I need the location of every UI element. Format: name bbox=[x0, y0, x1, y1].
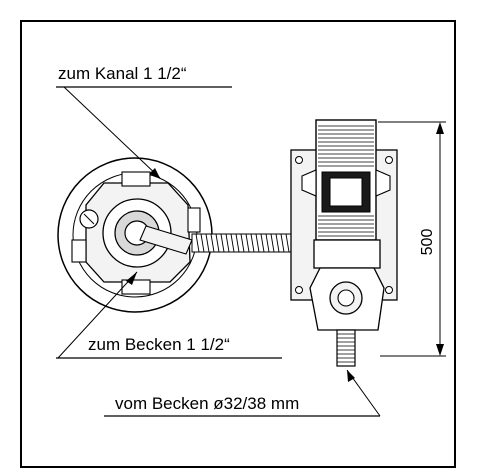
hose-rib bbox=[255, 233, 260, 253]
mount-hole-icon bbox=[295, 286, 303, 294]
outlet-leader-line bbox=[63, 86, 161, 179]
hose-rib bbox=[275, 233, 280, 253]
hose-rib bbox=[250, 233, 255, 253]
hose-rib bbox=[270, 233, 275, 253]
dimension-value: 500 bbox=[419, 229, 436, 256]
gauge-needle bbox=[83, 213, 95, 225]
label-from-pool: vom Becken ø32/38 mm bbox=[104, 369, 381, 417]
hose-rib bbox=[245, 233, 250, 253]
hose-rib bbox=[195, 233, 200, 253]
motor-clamp-left bbox=[301, 169, 317, 197]
label-to-pool: zum Becken 1 1/2“ bbox=[56, 271, 282, 359]
hose-rib bbox=[265, 233, 270, 253]
hose-rib bbox=[225, 233, 230, 253]
hose-rib bbox=[260, 233, 265, 253]
mount-hole-icon bbox=[295, 156, 303, 164]
clamp-lug-top bbox=[121, 171, 151, 187]
label-outlet: zum Kanal 1 1/2“ bbox=[56, 64, 232, 179]
hose-rib bbox=[215, 233, 220, 253]
mount-hole-icon bbox=[385, 156, 393, 164]
hose-rib bbox=[205, 233, 210, 253]
connection-pipe bbox=[139, 225, 193, 255]
hose-rib bbox=[235, 233, 240, 253]
motor-clamp-right bbox=[375, 169, 391, 197]
terminal-box-lid bbox=[329, 177, 363, 207]
from-pool-label-text: vom Becken ø32/38 mm bbox=[115, 394, 299, 413]
outlet-arrowhead bbox=[149, 168, 160, 178]
pump-top-view bbox=[290, 119, 398, 367]
to-pool-leader-line bbox=[57, 271, 138, 359]
hose-rib bbox=[285, 233, 290, 253]
hose-rib bbox=[230, 233, 235, 253]
hose-rib bbox=[240, 233, 245, 253]
mount-hole-icon bbox=[385, 286, 393, 294]
strainer-knob bbox=[337, 289, 355, 307]
inlet-threads bbox=[337, 333, 355, 363]
clamp-lug-left bbox=[71, 239, 87, 263]
to-pool-label-text: zum Becken 1 1/2“ bbox=[88, 335, 230, 354]
hose-rib bbox=[280, 233, 285, 253]
filter-top-view bbox=[57, 157, 213, 313]
clamp-lug-bottom bbox=[121, 279, 151, 295]
dim-arrow-bottom bbox=[436, 344, 444, 356]
clamp-lug-right bbox=[187, 207, 201, 233]
from-pool-arrowhead bbox=[347, 370, 355, 382]
pump-head bbox=[313, 239, 381, 269]
motor-cooling-fins bbox=[318, 125, 374, 237]
to-pool-arrowhead bbox=[126, 272, 137, 285]
hose-rib bbox=[220, 233, 225, 253]
dimension-line bbox=[378, 121, 446, 357]
hose-rib bbox=[210, 233, 215, 253]
hose-rib bbox=[200, 233, 205, 253]
outlet-label-text: zum Kanal 1 1/2“ bbox=[58, 64, 187, 83]
inlet-spigot bbox=[336, 329, 356, 367]
dim-arrow-top bbox=[436, 122, 444, 134]
